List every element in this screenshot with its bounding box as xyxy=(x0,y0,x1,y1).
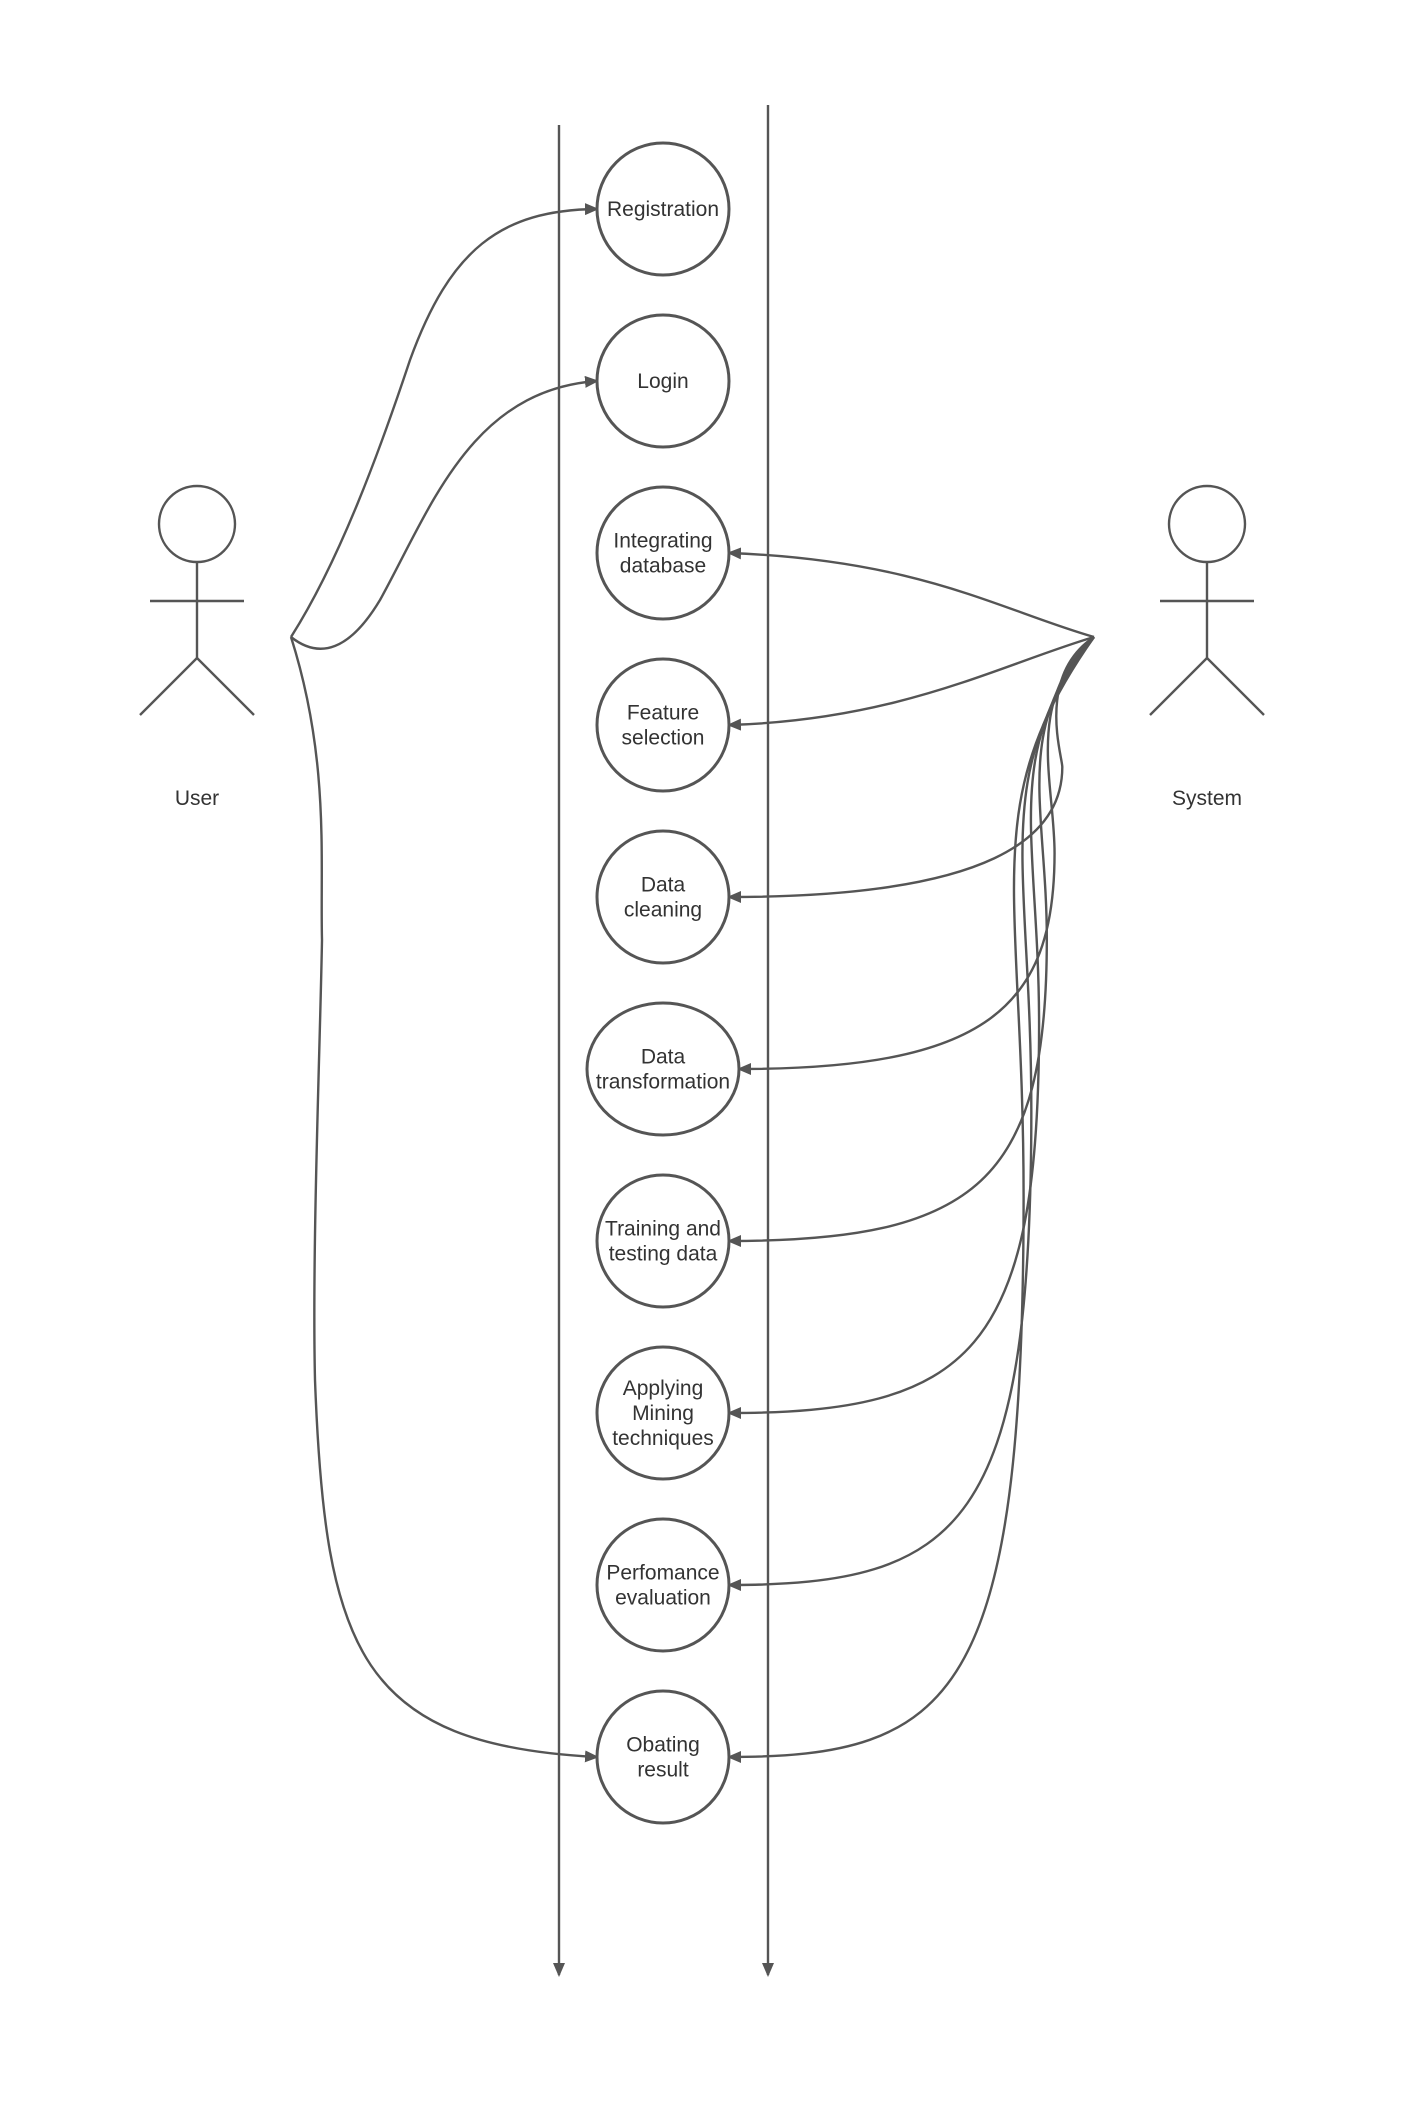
use-case-ellipse xyxy=(595,657,731,793)
use-case-login: Login xyxy=(595,313,731,449)
use-case-label: cleaning xyxy=(624,899,702,922)
use-case-label: Data xyxy=(641,1046,686,1069)
system-actor-left-leg xyxy=(1149,657,1208,716)
system-association-data-cleaning xyxy=(727,636,1095,903)
system-association-feature-selection xyxy=(727,635,1095,731)
use-case-ellipse xyxy=(595,1689,731,1825)
use-case-ellipse xyxy=(585,1001,741,1137)
use-case-label: Perfomance xyxy=(606,1562,719,1585)
use-case-label: Obating xyxy=(626,1734,700,1757)
use-case-ellipse xyxy=(595,1517,731,1653)
system-actor-head xyxy=(1167,484,1247,564)
use-case-ellipse xyxy=(595,141,731,277)
use-case-label: Data xyxy=(641,874,686,897)
association-lines xyxy=(289,203,1095,1763)
user-actor-head xyxy=(157,484,237,564)
system-association-training-testing-data xyxy=(727,636,1095,1247)
user-association-registration xyxy=(289,203,599,638)
system-actor-label: System xyxy=(1172,787,1242,810)
use-case-label: database xyxy=(620,555,706,578)
use-case-label: Applying xyxy=(623,1377,704,1400)
user-actor-right-leg xyxy=(196,657,255,716)
use-case-label: techniques xyxy=(612,1427,714,1450)
use-case-registration: Registration xyxy=(595,141,731,277)
use-case-label: transformation xyxy=(596,1071,730,1094)
use-case-label: Feature xyxy=(627,702,699,725)
use-case-ellipse xyxy=(595,313,731,449)
user-actor-left-leg xyxy=(139,657,198,716)
user-actor-label: User xyxy=(175,787,219,810)
user-association-obtaining-result xyxy=(289,636,599,1763)
use-case-label: result xyxy=(637,1759,689,1782)
system-association-performance-evaluation xyxy=(727,636,1095,1591)
system-actor-right-leg xyxy=(1206,657,1265,716)
use-case-list: RegistrationLoginIntegratingdatabaseFeat… xyxy=(585,141,741,1825)
system-association-applying-mining-techniques xyxy=(727,636,1095,1419)
use-case-ellipse xyxy=(595,485,731,621)
use-case-label: selection xyxy=(622,727,705,750)
user-actor: User xyxy=(139,484,255,810)
use-case-label: Login xyxy=(637,370,688,393)
use-case-ellipse xyxy=(595,1345,731,1481)
use-case-label: evaluation xyxy=(615,1587,711,1610)
use-case-label: Integrating xyxy=(613,530,712,553)
system-association-data-transformation xyxy=(737,636,1095,1075)
system-actor: System xyxy=(1149,484,1265,810)
use-case-ellipse xyxy=(595,1173,731,1309)
user-association-login xyxy=(290,375,599,650)
system-association-obtaining-result xyxy=(727,636,1095,1763)
system-association-integrating-database xyxy=(727,547,1095,639)
use-case-label: testing data xyxy=(609,1243,718,1266)
use-case-label: Registration xyxy=(607,198,719,221)
use-case-ellipse xyxy=(595,829,731,965)
use-case-label: Training and xyxy=(605,1218,721,1241)
use-case-label: Mining xyxy=(632,1402,694,1425)
